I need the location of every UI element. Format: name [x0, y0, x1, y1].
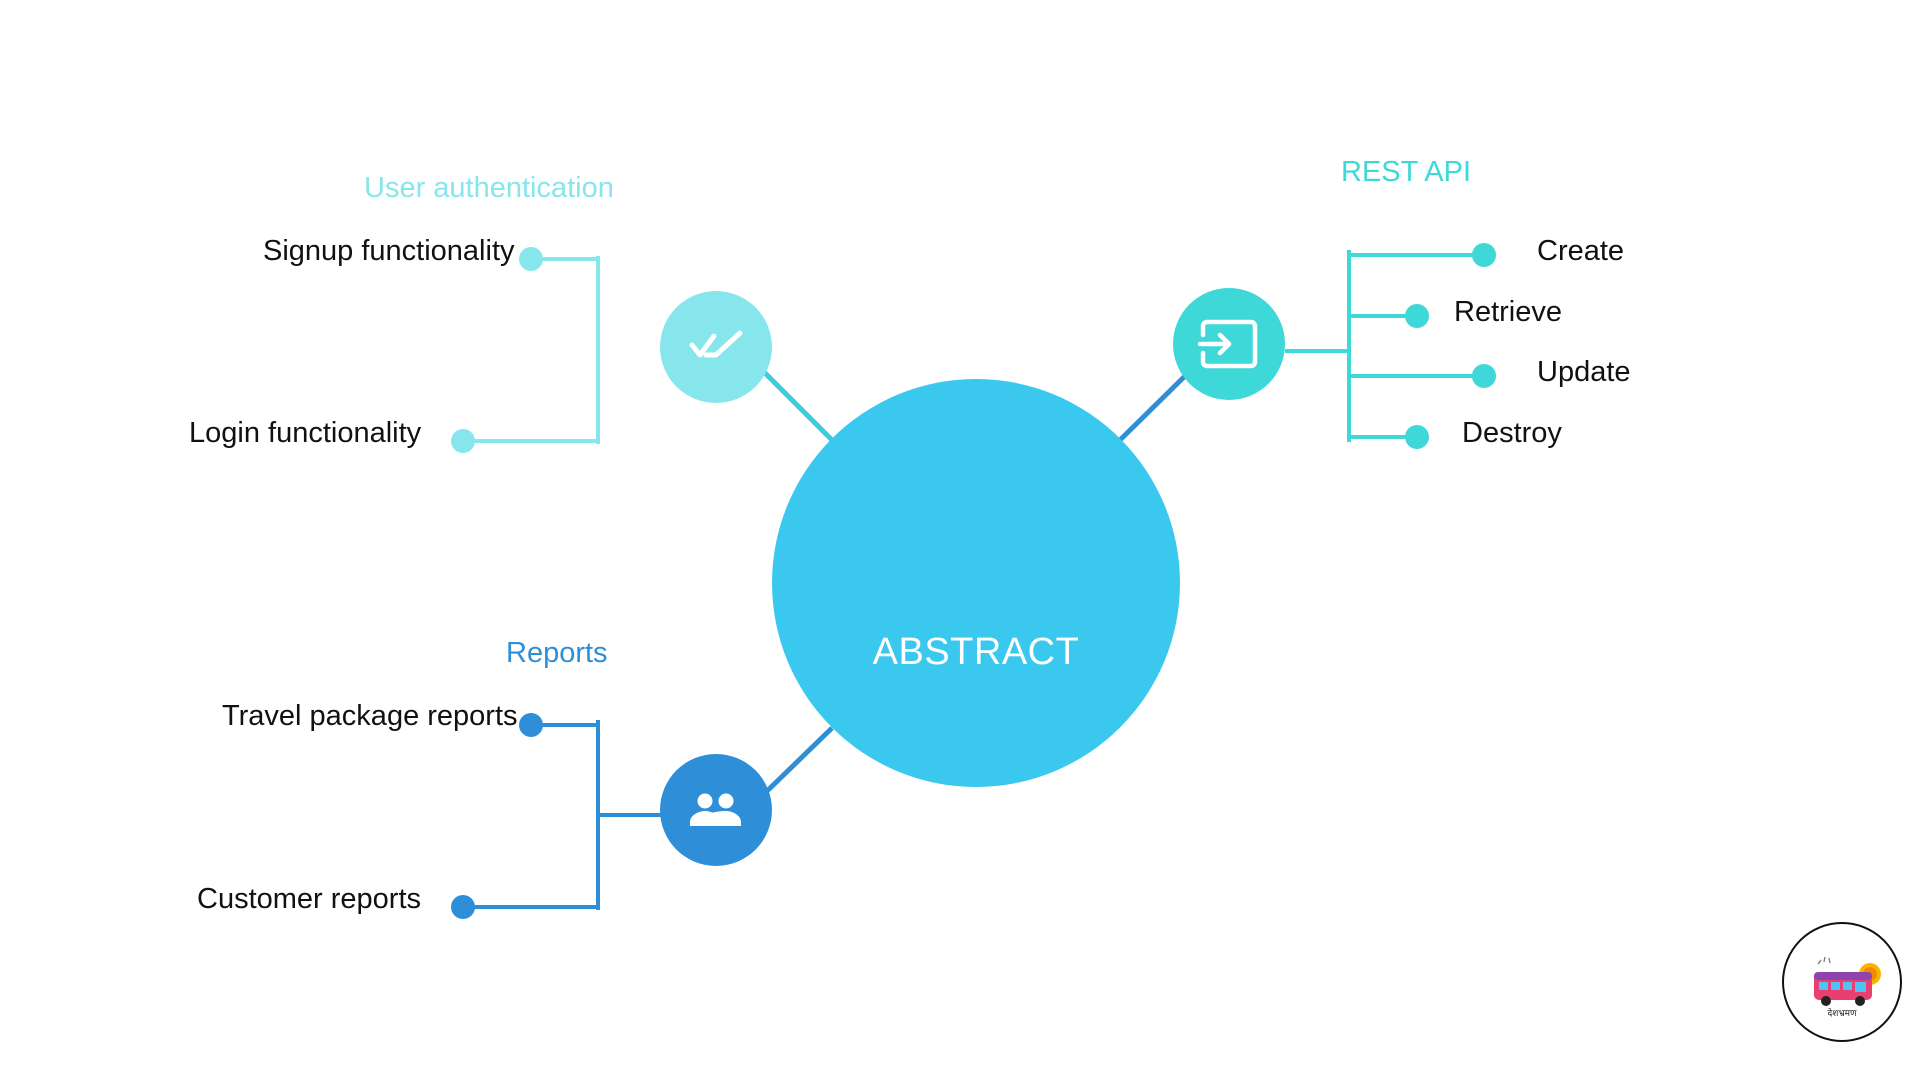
- auth-title: User authentication: [364, 172, 614, 204]
- rest-bullet-update: [1472, 364, 1496, 388]
- connector-auth: [762, 370, 834, 442]
- people-icon: [690, 793, 741, 826]
- reports-bullet-travel: [519, 713, 543, 737]
- auth-item-signup: Signup functionality: [263, 235, 515, 267]
- reports-bullet-customer: [451, 895, 475, 919]
- rest-bullet-retrieve: [1405, 304, 1429, 328]
- connector-rest: [1118, 374, 1187, 442]
- bus-logo-icon: देशभ्रमण: [1782, 922, 1902, 1042]
- rest-item-create: Create: [1537, 235, 1625, 267]
- logo-caption: देशभ्रमण: [1827, 1007, 1857, 1019]
- reports-branch: [463, 720, 667, 910]
- center-label: ABSTRACT: [872, 630, 1080, 673]
- rest-bullet-create: [1472, 243, 1496, 267]
- auth-bullet-signup: [519, 247, 543, 271]
- center-node: [772, 379, 1180, 787]
- bus-logo-graphic: देशभ्रमण: [1814, 956, 1881, 1019]
- auth-item-login: Login functionality: [189, 417, 422, 449]
- rest-bullet-destroy: [1405, 425, 1429, 449]
- double-check-icon: [689, 330, 743, 358]
- reports-title: Reports: [506, 637, 608, 669]
- reports-item-customer: Customer reports: [197, 883, 422, 915]
- rest-title: REST API: [1341, 156, 1472, 188]
- reports-hub: [660, 754, 772, 866]
- rest-item-destroy: Destroy: [1462, 417, 1562, 449]
- rest-branch: [1285, 250, 1484, 442]
- rest-item-update: Update: [1537, 356, 1631, 388]
- auth-bullet-login: [451, 429, 475, 453]
- connector-reports: [762, 726, 834, 796]
- reports-item-travel: Travel package reports: [222, 700, 518, 732]
- auth-hub: [660, 291, 772, 403]
- input-exit-icon: [1197, 319, 1258, 369]
- rest-item-retrieve: Retrieve: [1454, 296, 1562, 328]
